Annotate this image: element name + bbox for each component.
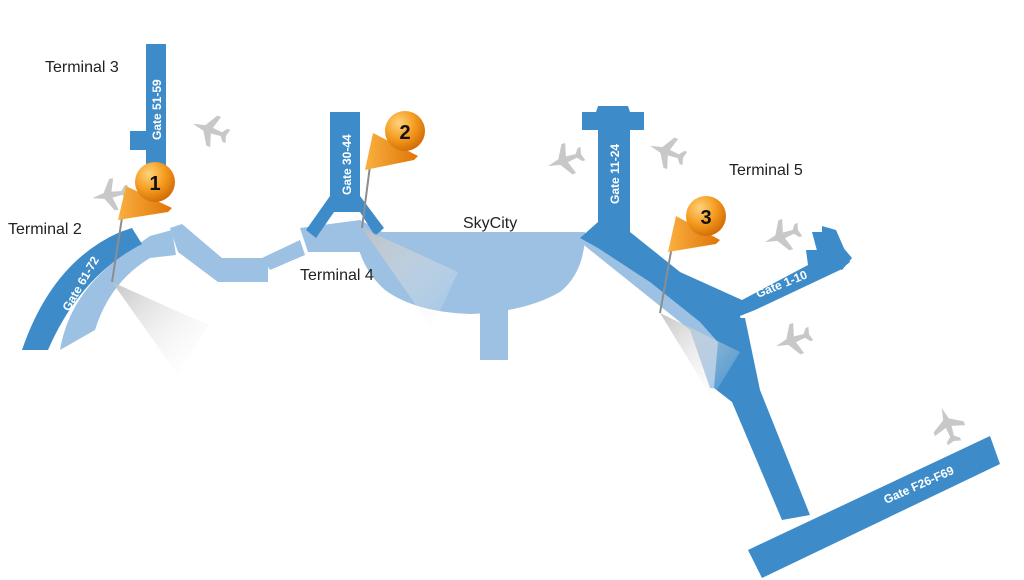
flag-pin-icon — [365, 133, 418, 170]
pier-gate-51-59 — [130, 44, 166, 170]
flag-pin-icon — [118, 186, 172, 220]
terminal-4-label: Terminal 4 — [300, 267, 374, 284]
airplane-icon — [542, 138, 589, 182]
flag-pin-icon — [668, 216, 720, 252]
flag-pin-2[interactable]: 2 — [361, 111, 425, 229]
terminal-5-label: Terminal 5 — [729, 162, 803, 179]
flag-pin-1[interactable]: 1 — [111, 162, 175, 283]
marker-2-number: 2 — [399, 122, 410, 144]
airplane-icon — [926, 402, 970, 449]
skycity-label: SkyCity — [463, 215, 517, 232]
marker-3-number: 3 — [700, 207, 711, 229]
gate-11-24-label: Gate 11-24 — [608, 144, 622, 204]
airplane-icon — [759, 214, 806, 258]
pier-gate-61-72 — [22, 228, 142, 350]
airplane-icon — [770, 318, 817, 362]
pin-shadows — [112, 228, 740, 398]
marker-1-number: 1 — [149, 173, 160, 195]
gate-piers — [22, 44, 1000, 578]
gate-51-59-label: Gate 51-59 — [150, 79, 164, 140]
gate-30-44-label: Gate 30-44 — [340, 134, 354, 195]
pier-connector-f — [714, 318, 810, 520]
terminal-labels: Terminal 3 Terminal 2 Terminal 4 Termina… — [8, 59, 803, 284]
pier-gate-11-24 — [580, 106, 850, 385]
pier-gate-f26-f69 — [748, 436, 1000, 578]
terminal-2-label: Terminal 2 — [8, 221, 82, 238]
airplane-icon — [644, 130, 691, 174]
airplane-icon — [187, 108, 234, 152]
flag-pin-3[interactable]: 3 — [659, 196, 726, 314]
terminal-3-label: Terminal 3 — [45, 59, 119, 76]
